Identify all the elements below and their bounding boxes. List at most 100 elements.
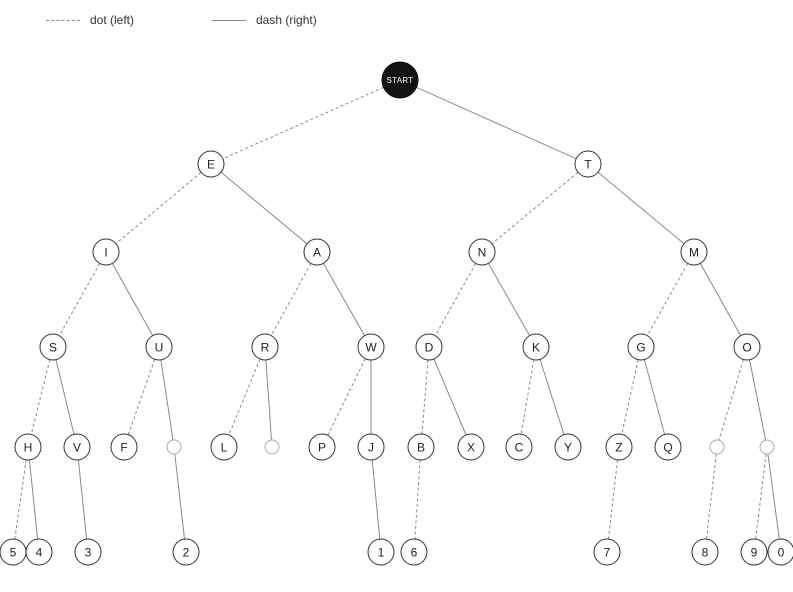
start-node: START [381, 61, 419, 99]
node-circle [709, 439, 725, 455]
node-label: 0 [778, 546, 785, 560]
node-circle [627, 333, 655, 361]
node-circle [457, 433, 485, 461]
node-j: J [357, 433, 385, 461]
node-s: S [39, 333, 67, 361]
edge-H-n4-dash [28, 459, 39, 540]
node-2: 2 [172, 538, 200, 566]
edge-O1-n8-dot [706, 453, 717, 540]
edge-A-R-dot [270, 263, 312, 336]
node-t: T [574, 150, 602, 178]
node-6: 6 [400, 538, 428, 566]
node-circle [308, 433, 336, 461]
node-label: S [49, 341, 57, 355]
node-q: Q [654, 433, 682, 461]
edge-W-P-dot [327, 358, 366, 436]
node-0: 0 [767, 538, 793, 566]
node-l: L [210, 433, 238, 461]
node-g: G [627, 333, 655, 361]
node-circle [759, 439, 775, 455]
node-label: U [155, 341, 164, 355]
node-circle [400, 538, 428, 566]
node-r: R [251, 333, 279, 361]
node-label: Z [615, 441, 622, 455]
edge-N-K-dash [487, 263, 531, 336]
node-n: N [468, 238, 496, 266]
node-a: A [303, 238, 331, 266]
edge-M-O-dash [699, 263, 742, 336]
edge-I-U-dash [111, 263, 154, 336]
node-label: J [368, 441, 374, 455]
node-circle [593, 538, 621, 566]
node-label: B [417, 441, 425, 455]
node-circle [92, 238, 120, 266]
node-label: 6 [411, 546, 418, 560]
legend-item-dash: dash (right) [212, 13, 317, 27]
node-label: G [636, 341, 645, 355]
node-i: I [92, 238, 120, 266]
edge-I-S-dot [58, 263, 101, 336]
node-k: K [522, 333, 550, 361]
edge-V-n3-dash [77, 459, 88, 540]
edge-start-E-dot [222, 86, 384, 160]
edge-Z-n7-dot [608, 459, 618, 540]
empty-node [264, 439, 280, 455]
node-label: Q [663, 441, 672, 455]
node-label: START [387, 76, 414, 85]
legend-dash-label: dash (right) [256, 13, 317, 27]
node-label: 1 [378, 546, 385, 560]
node-label: 4 [36, 546, 43, 560]
node-circle [303, 238, 331, 266]
edge-J-n1-dash [371, 459, 381, 540]
edge-M-G-dot [646, 263, 689, 336]
edge-A-W-dash [322, 263, 366, 336]
node-h: H [14, 433, 42, 461]
edge-O-O2-dash [749, 359, 767, 441]
node-c: C [505, 433, 533, 461]
node-o: O [733, 333, 761, 361]
empty-node [166, 439, 182, 455]
node-circle [264, 439, 280, 455]
solid-line-swatch [212, 19, 246, 21]
node-label: N [478, 246, 487, 260]
edge-O2-n0-dash [767, 453, 780, 540]
edge-K-C-dot [520, 359, 535, 435]
node-circle [605, 433, 633, 461]
node-y: Y [554, 433, 582, 461]
node-circle [251, 333, 279, 361]
node-circle [381, 61, 419, 99]
node-circle [733, 333, 761, 361]
node-circle [468, 238, 496, 266]
node-label: 8 [702, 546, 709, 560]
node-circle [740, 538, 768, 566]
dotted-line-swatch [46, 19, 80, 21]
edge-T-N-dot [491, 171, 579, 245]
legend-item-dot: dot (left) [46, 13, 134, 27]
tree-edges [14, 86, 780, 540]
node-label: D [425, 341, 434, 355]
node-v: V [63, 433, 91, 461]
node-label: C [515, 441, 524, 455]
node-circle [522, 333, 550, 361]
node-9: 9 [740, 538, 768, 566]
node-circle [654, 433, 682, 461]
node-circle [166, 439, 182, 455]
node-label: 3 [85, 546, 92, 560]
edge-O2-n9-dot [755, 453, 767, 540]
node-e: E [197, 150, 225, 178]
node-7: 7 [593, 538, 621, 566]
node-circle [554, 433, 582, 461]
node-label: T [584, 158, 592, 172]
edge-H-n5-dot [14, 459, 27, 540]
edge-start-T-dash [416, 86, 577, 160]
edge-B-n6-dot [414, 459, 421, 540]
node-label: 9 [751, 546, 758, 560]
node-circle [172, 538, 200, 566]
node-label: I [104, 246, 107, 260]
node-label: 7 [604, 546, 611, 560]
edge-K-Y-dash [539, 359, 565, 435]
node-circle [74, 538, 102, 566]
empty-node [709, 439, 725, 455]
